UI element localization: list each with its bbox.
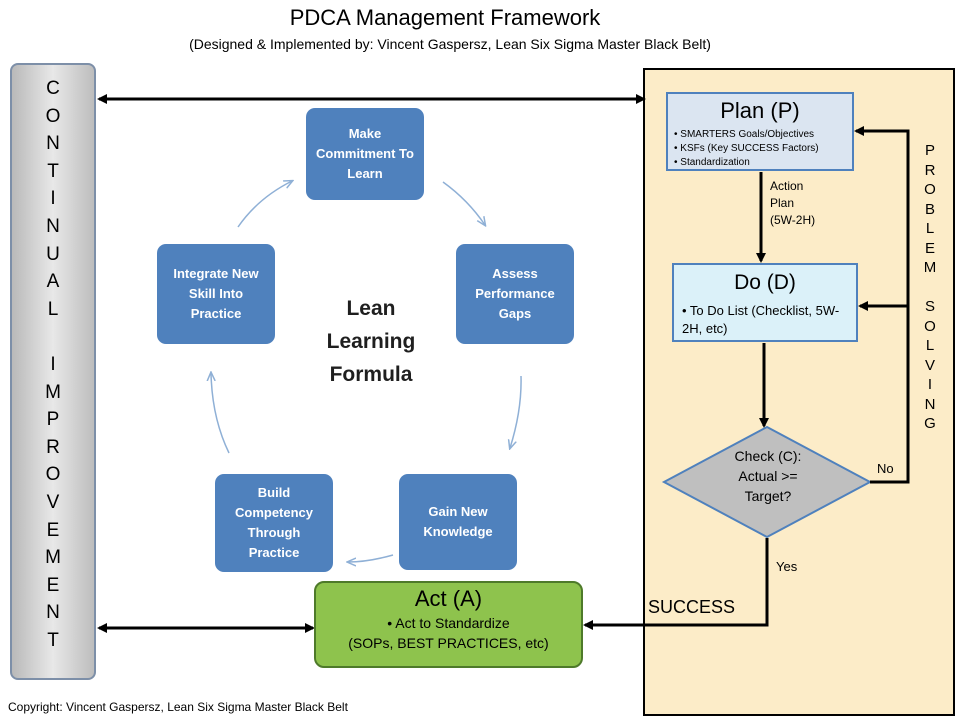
do-item: • To Do List (Checklist, 5W-2H, etc): [682, 303, 840, 336]
letter: L: [925, 220, 935, 237]
cycle-step-line: Knowledge: [423, 524, 493, 539]
act-item-detail: (SOPs, BEST PRACTICES, etc): [348, 635, 549, 651]
check-line: Target?: [744, 488, 792, 504]
cycle-step-integrate: Integrate New Skill Into Practice: [157, 244, 275, 344]
no-label: No: [877, 461, 894, 476]
action-plan-line: Plan: [770, 196, 795, 210]
cycle-step-gain: Gain New Knowledge: [399, 474, 517, 570]
letter: M: [45, 381, 61, 403]
letter: R: [924, 161, 936, 179]
act-item: • Act to Standardize: [387, 615, 510, 631]
center-line: Lean: [346, 297, 396, 320]
problem-solving-letters: P R O B L E M S O L V I N G: [922, 142, 938, 435]
center-line: Formula: [329, 363, 413, 386]
continual-letters: C O N T I N U A L I M P R O V E M E N T: [45, 75, 61, 654]
cycle-step-assess: Assess Performance Gaps: [456, 244, 574, 344]
center-line: Learning: [326, 330, 416, 353]
cycle-step-line: Gaps: [498, 306, 532, 321]
cycle-arrow: [510, 375, 522, 448]
yes-label: Yes: [776, 559, 798, 574]
act-title: Act (A): [414, 586, 483, 611]
letter: P: [924, 142, 935, 159]
check-line: Actual >=: [738, 468, 798, 484]
letter: O: [924, 317, 936, 335]
letter: R: [46, 436, 60, 458]
plan-box: Plan (P) SMARTERS Goals/Objectives KSFs …: [666, 92, 854, 171]
act-box: Act (A) • Act to Standardize (SOPs, BEST…: [314, 581, 583, 668]
letter: L: [47, 298, 59, 320]
cycle-step-line: Competency: [234, 505, 314, 520]
letter: O: [45, 464, 61, 486]
plan-title: Plan (P): [720, 98, 800, 123]
letter: E: [46, 519, 60, 541]
cycle-step-commit: Make Commitment To Learn: [306, 108, 424, 200]
page-subtitle: (Designed & Implemented by: Vincent Gasp…: [189, 36, 711, 52]
plan-item: KSFs (Key SUCCESS Factors): [674, 142, 818, 156]
cycle-step-line: Assess: [492, 266, 538, 281]
check-line: Check (C):: [734, 448, 802, 464]
letter: I: [927, 376, 933, 393]
action-plan-line: Action: [770, 179, 804, 193]
copyright: Copyright: Vincent Gaspersz, Lean Six Si…: [8, 700, 348, 714]
letter: M: [45, 547, 61, 569]
cycle-step-line: Through Practice: [247, 525, 301, 560]
letter: L: [925, 337, 935, 354]
letter: M: [923, 259, 937, 276]
do-box: Do (D) • To Do List (Checklist, 5W-2H, e…: [672, 263, 858, 342]
letter: C: [46, 78, 60, 99]
cycle-step-line: Skill Into Practice: [188, 286, 244, 321]
action-plan-label: Action Plan (5W-2H): [770, 178, 815, 229]
action-plan-line: (5W-2H): [770, 213, 816, 227]
letter: V: [924, 356, 935, 374]
plan-list: SMARTERS Goals/Objectives KSFs (Key SUCC…: [674, 128, 819, 170]
letter: A: [46, 271, 60, 293]
letter: S: [924, 298, 935, 315]
letter: T: [47, 160, 59, 182]
cycle-step-line: Build: [257, 485, 291, 500]
cycle-step-line: Integrate New: [173, 266, 259, 281]
letter: G: [924, 415, 936, 432]
letter: E: [46, 574, 60, 596]
problem-solving-panel: P R O B L E M S O L V I N G: [643, 68, 955, 716]
letter: O: [45, 105, 61, 127]
plan-item: SMARTERS Goals/Objectives: [674, 128, 819, 142]
cycle-step-line: Make: [348, 126, 382, 141]
letter: B: [924, 200, 935, 218]
letter: U: [46, 243, 60, 265]
letter: O: [924, 181, 936, 198]
letter: T: [47, 629, 59, 651]
cycle-step-line: Commitment To: [316, 146, 414, 161]
cycle-center-label: Lean Learning Formula: [296, 292, 446, 391]
page-title: PDCA Management Framework: [289, 5, 601, 30]
letter: V: [46, 491, 60, 513]
letter: N: [46, 215, 60, 237]
plan-item: Standardization: [674, 156, 819, 170]
cycle-step-build: Build Competency Through Practice: [215, 474, 333, 572]
cycle-step-line: Learn: [347, 166, 383, 181]
cycle-arrow: [211, 373, 230, 454]
letter: N: [46, 133, 60, 155]
success-to-act-arrow: [583, 538, 769, 630]
letter: N: [924, 395, 936, 413]
letter: I: [50, 353, 56, 375]
do-title: Do (D): [734, 271, 796, 294]
continual-improvement-bar: C O N T I N U A L I M P R O V E M E N T: [10, 63, 96, 680]
letter: P: [46, 409, 60, 431]
letter: E: [924, 239, 935, 257]
cycle-arrow: [348, 554, 394, 562]
letter: N: [46, 602, 60, 624]
check-diamond: [661, 425, 873, 539]
cycle-step-line: Gain New: [428, 504, 488, 519]
check-label: Check (C): Actual >= Target?: [708, 446, 828, 506]
cycle-step-line: Performance: [475, 286, 555, 301]
cycle-arrow: [442, 181, 485, 225]
letter: I: [50, 188, 56, 210]
success-label: SUCCESS: [648, 597, 736, 617]
cycle-arrow: [237, 181, 292, 228]
